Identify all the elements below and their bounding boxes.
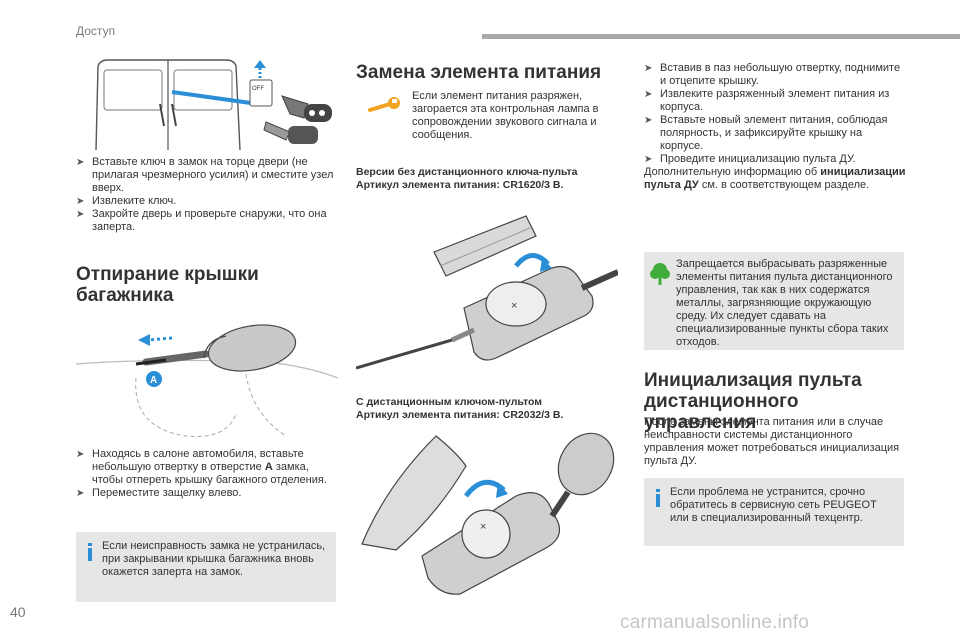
non-remote-version-title: Версии без дистанционного ключа-пульта А… — [356, 166, 578, 191]
wrench-warning-icon — [368, 97, 400, 112]
van-rear-door-figure: OFF — [95, 59, 332, 150]
info-box-tailgate: Если неисправность замка не устранилась,… — [76, 532, 336, 602]
arrow-bullet-icon: ➤ — [644, 115, 653, 126]
list-item: ➤Вставьте ключ в замок на торце двери (н… — [76, 156, 334, 194]
tailgate-heading: Отпирание крышки багажника — [76, 264, 259, 306]
header-bar — [482, 34, 960, 39]
page-number: 40 — [10, 604, 26, 620]
battery-warning-note: Если элемент питания разряжен, загораетс… — [412, 90, 599, 141]
arrow-bullet-icon: ➤ — [76, 449, 85, 460]
battery-symbol: × — [511, 300, 517, 312]
arrow-bullet-icon: ➤ — [76, 157, 85, 168]
list-item: ➤Проведите инициализацию пульта ДУ. — [644, 153, 856, 165]
tree-eco-icon — [650, 263, 670, 285]
arrow-bullet-icon: ➤ — [644, 154, 653, 165]
arrow-bullet-icon: ➤ — [644, 89, 653, 100]
key-battery-figure-1: × — [356, 215, 618, 370]
arrow-bullet-icon: ➤ — [644, 63, 653, 74]
tailgate-steps: ➤ Находясь в салоне автомобиля, вставьте… — [76, 448, 338, 500]
info-box-service: Если проблема не устранится, срочно обра… — [644, 478, 904, 546]
arrow-bullet-icon: ➤ — [76, 209, 85, 220]
arrow-bullet-icon: ➤ — [76, 488, 85, 499]
info-icon — [88, 543, 92, 561]
tailgate-release-figure: A — [76, 324, 338, 438]
watermark: carmanualsonline.info — [620, 612, 810, 633]
battery-heading: Замена элемента питания — [356, 62, 602, 83]
lock-label: OFF — [252, 86, 264, 92]
point-a-label: A — [150, 375, 157, 386]
battery-symbol: × — [480, 521, 486, 533]
arrow-bullet-icon: ➤ — [76, 196, 85, 207]
remote-init-heading: Инициализация пульта дистанционного упра… — [644, 370, 862, 433]
remote-version-title: С дистанционным ключом-пультом Артикул э… — [356, 396, 564, 421]
list-item: ➤Закройте дверь и проверьте снаружи, что… — [76, 208, 327, 233]
section-title: Доступ — [76, 24, 116, 38]
list-item: ➤ Находясь в салоне автомобиля, вставьте… — [76, 448, 327, 486]
list-item: ➤Вставив в паз небольшую отвертку, подни… — [644, 62, 901, 87]
list-item: ➤Вставьте новый элемент питания, соблюда… — [644, 114, 888, 152]
list-item: ➤Извлеките разряженный элемент питания и… — [644, 88, 890, 113]
key-battery-figure-2: × — [361, 432, 615, 595]
battery-steps: ➤Вставив в паз небольшую отвертку, подни… — [644, 62, 906, 166]
more-info-note: Дополнительную информацию об инициализац… — [644, 166, 906, 191]
remote-init-body: После замены элемента питания или в случ… — [644, 416, 900, 467]
eco-box: Запрещается выбрасывать разряженные элем… — [644, 252, 904, 350]
info-icon — [656, 489, 660, 507]
list-item: ➤Извлеките ключ. — [76, 195, 177, 207]
list-item: ➤Переместите защелку влево. — [76, 487, 242, 499]
door-lock-steps: ➤Вставьте ключ в замок на торце двери (н… — [76, 156, 338, 234]
